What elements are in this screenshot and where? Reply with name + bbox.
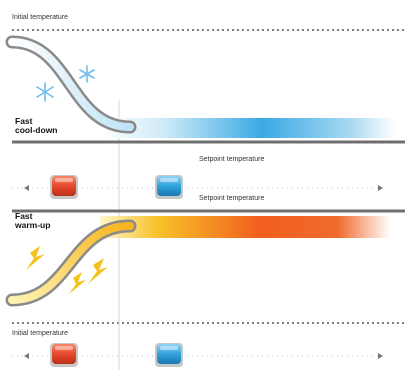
cool-down-band [100, 118, 395, 138]
snowflake-icon [79, 65, 95, 83]
lightning-icon [88, 258, 108, 284]
arrow-right-icon [378, 353, 383, 359]
snowflake-icon [36, 82, 54, 102]
arrow-right-icon [378, 185, 383, 191]
initial-temperature-label-top: Initial temperature [12, 14, 69, 21]
lightning-icon [26, 246, 45, 270]
red-block-icon [50, 175, 78, 199]
arrow-left-icon [24, 185, 29, 191]
setpoint-temperature-label-1: Setpoint temperature [199, 156, 265, 163]
warm-up-band [100, 216, 390, 238]
blue-block-icon [155, 175, 183, 199]
arrow-left-icon [24, 353, 29, 359]
blue-block-icon [155, 343, 183, 367]
initial-temperature-label-bottom: Initial temperature [12, 330, 69, 337]
setpoint-temperature-label-2: Setpoint temperature [199, 195, 265, 202]
cool-down-mode-label: Fast cool-down [15, 116, 58, 135]
warm-up-curve [8, 222, 134, 304]
warm-up-mode-label: Fast warm-up [15, 211, 51, 230]
red-block-icon [50, 343, 78, 367]
cool-down-curve [8, 38, 134, 131]
lightning-icon [69, 272, 86, 294]
